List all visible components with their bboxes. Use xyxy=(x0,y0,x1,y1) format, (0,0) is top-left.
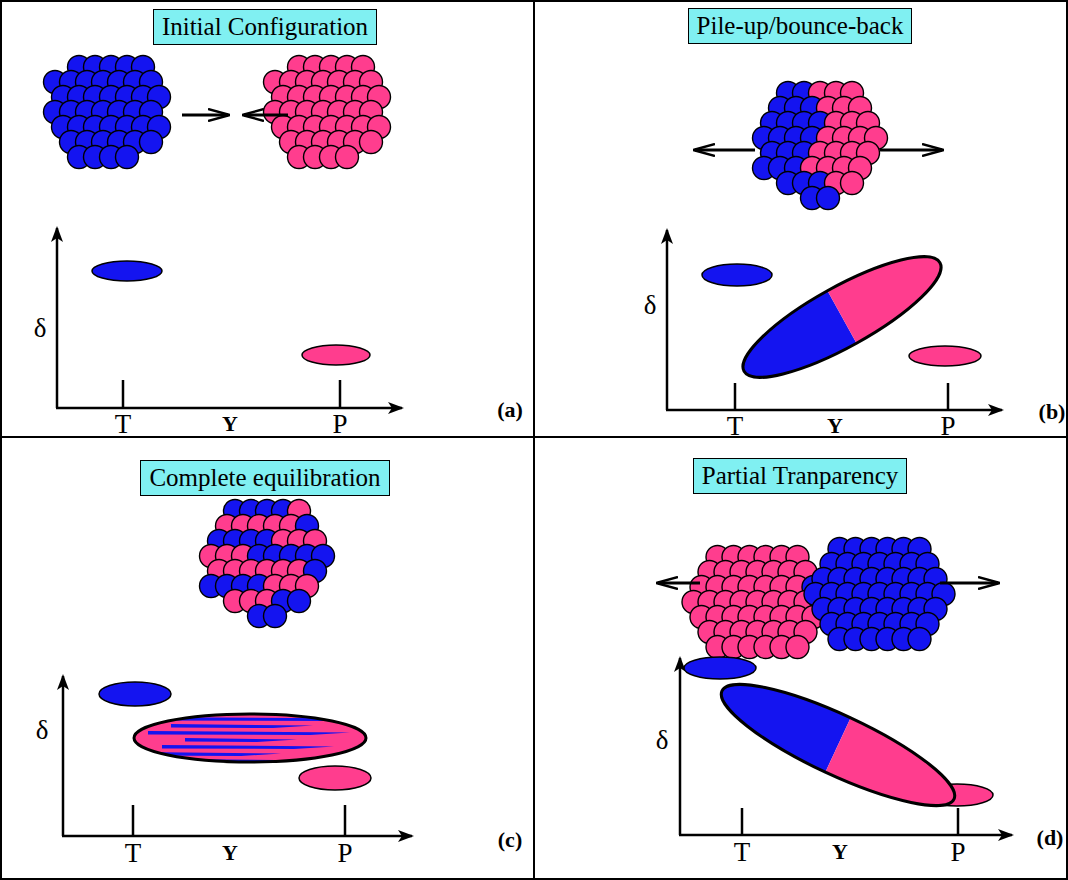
axis-label: P xyxy=(337,840,352,867)
x-axis xyxy=(666,409,1002,412)
x-axis xyxy=(56,407,402,410)
axis-tick xyxy=(947,383,950,410)
axis-label: Y xyxy=(222,413,238,435)
panel-title: Initial Configuration xyxy=(162,12,368,42)
distribution-ellipse xyxy=(299,766,371,790)
nucleon xyxy=(288,590,311,613)
motion-arrow xyxy=(182,114,228,117)
nucleon xyxy=(360,131,383,154)
motion-arrow xyxy=(244,114,288,117)
panel-title: Pile-up/bounce-back xyxy=(697,11,904,41)
x-axis xyxy=(62,835,412,838)
distribution-ellipse xyxy=(909,346,981,366)
distribution-ellipse xyxy=(702,264,772,286)
axis-tick xyxy=(734,383,737,410)
nucleon xyxy=(140,131,163,154)
axis-tick xyxy=(122,380,125,408)
motion-arrow xyxy=(695,149,755,152)
panel-letter: (b) xyxy=(1039,401,1066,423)
y-axis xyxy=(62,676,65,836)
motion-arrow xyxy=(658,582,700,585)
nucleon xyxy=(841,172,864,195)
axis-label: Y xyxy=(832,841,848,863)
axis-tick xyxy=(132,805,135,836)
axis-label: T xyxy=(727,413,744,440)
axis-label: Y xyxy=(222,842,238,864)
nucleon xyxy=(817,187,840,210)
axis-tick xyxy=(339,380,342,408)
nucleus-drawing xyxy=(44,56,999,659)
axis-label: T xyxy=(125,840,142,867)
distribution-ellipse xyxy=(684,657,756,679)
distribution-ellipse xyxy=(92,261,162,281)
plot-drawing xyxy=(56,228,1012,836)
title-box: Pile-up/bounce-back xyxy=(688,8,913,44)
axis-label: T xyxy=(734,839,751,866)
mixed-distribution xyxy=(709,664,966,827)
axis-label: T xyxy=(115,411,132,438)
axis-tick xyxy=(741,808,744,835)
panel-title: Complete equilibration xyxy=(149,463,380,493)
axis-label: δ xyxy=(36,717,49,744)
panel-letter: (c) xyxy=(498,829,522,851)
y-axis xyxy=(666,230,669,410)
panel-letter: (a) xyxy=(497,399,523,421)
mixed-distribution xyxy=(134,714,366,763)
nucleon xyxy=(786,636,809,659)
axis-tick xyxy=(957,808,960,835)
mixed-distribution xyxy=(729,236,954,397)
distribution-ellipse xyxy=(302,345,370,365)
axis-label: δ xyxy=(34,315,47,342)
axis-label: δ xyxy=(644,292,657,319)
axis-label: P xyxy=(332,411,347,438)
title-box: Initial Configuration xyxy=(153,9,377,45)
nucleon xyxy=(116,146,139,169)
distribution-ellipse xyxy=(99,682,171,706)
panel-title: Partial Tranparency xyxy=(702,461,898,491)
title-box: Complete equilibration xyxy=(140,460,389,496)
nucleon xyxy=(908,628,931,651)
title-box: Partial Tranparency xyxy=(693,458,907,494)
panel-letter: (d) xyxy=(1037,827,1064,849)
x-axis xyxy=(679,834,1012,837)
nucleon xyxy=(264,605,287,628)
y-axis xyxy=(679,658,682,835)
y-axis xyxy=(56,228,59,408)
axis-tick xyxy=(344,805,347,836)
axis-label: P xyxy=(940,413,955,440)
axis-label: Y xyxy=(827,415,843,437)
axis-label: δ xyxy=(656,727,669,754)
axis-label: P xyxy=(950,839,965,866)
motion-arrow xyxy=(940,582,998,585)
nucleon xyxy=(336,146,359,169)
motion-arrow xyxy=(880,149,942,152)
